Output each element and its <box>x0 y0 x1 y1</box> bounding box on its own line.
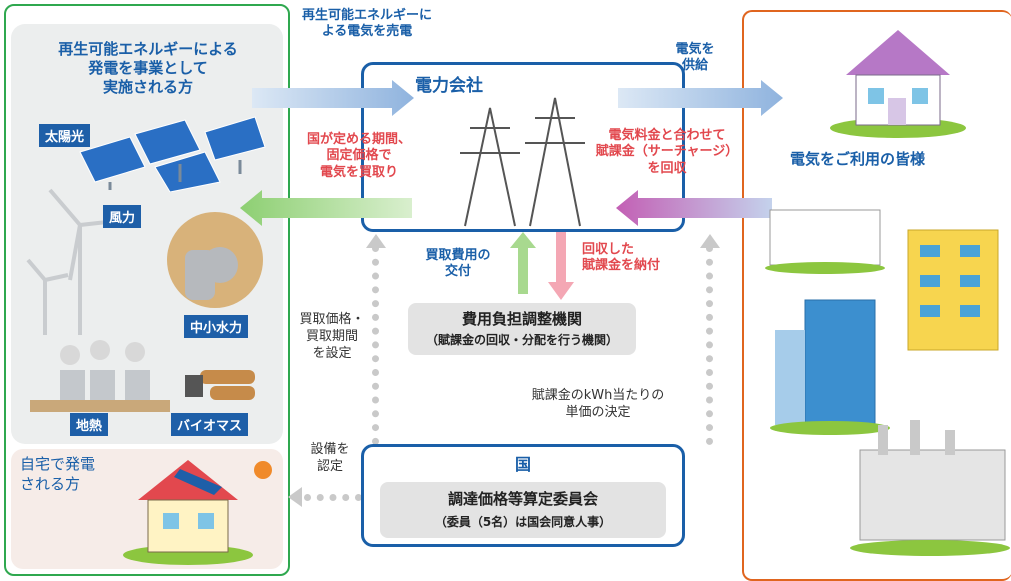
consumers-title: 電気をご利用の皆様 <box>790 150 926 168</box>
geothermal-biomass-illustration <box>30 340 255 412</box>
unit-price-label: 賦課金のkWh当たりの 単価の決定 <box>531 388 665 420</box>
supply-flow-label: 電気を 供給 <box>675 42 715 74</box>
pay-in-flow-label: 回収した 賦課金を納付 <box>582 242 661 274</box>
collect-arrow <box>616 190 772 226</box>
pay-in-arrow <box>548 232 574 300</box>
hydro-tag: 中小水力 <box>184 315 249 338</box>
buy-flow-label: 国が定める期間、 固定価格で 電気を買取り <box>306 132 411 180</box>
sell-flow-label: 再生可能エネルギーに よる電気を売電 <box>301 8 432 40</box>
agency-subtitle: （賦課金の回収・分配を行う機関） <box>425 333 618 347</box>
certify-label: 設備を 認定 <box>310 442 350 474</box>
consumers-panel <box>742 10 1011 581</box>
supply-arrow <box>618 80 783 116</box>
committee-note: （委員（5名）は国会同意人事） <box>434 515 612 529</box>
agency-box <box>408 303 636 355</box>
home-solar-house-illustration <box>123 460 272 565</box>
generators-panel <box>4 4 290 576</box>
wind-tag: 風力 <box>103 205 142 228</box>
committee-title: 調達価格等算定委員会 <box>447 490 598 508</box>
payout-arrow <box>510 232 536 294</box>
buy-arrow <box>240 190 412 226</box>
transmission-tower-illustration <box>460 97 585 227</box>
solar-tag: 太陽光 <box>39 124 91 147</box>
government-label: 国 <box>514 455 531 474</box>
sell-arrow <box>252 80 414 116</box>
utility-title: 電力会社 <box>415 76 483 96</box>
set-price-dotted-line <box>372 245 379 445</box>
unit-price-dotted-line <box>706 245 713 445</box>
consumer-house-illustration <box>830 30 966 138</box>
hydro-turbine-illustration <box>167 212 263 308</box>
generators-title: 再生可能エネルギーによる 発電を事業として 実施される方 <box>58 40 238 96</box>
collect-flow-label: 電気料金と合わせて 賦課金（サーチャージ） を回収 <box>595 128 739 176</box>
agency-title: 費用負担調整機関 <box>461 310 582 328</box>
set-price-arrowhead <box>366 234 386 248</box>
committee-box <box>380 482 666 538</box>
set-price-label: 買取価格・ 買取期間 を設定 <box>299 312 365 361</box>
solar-panels-illustration <box>79 116 266 192</box>
certify-arrowhead <box>288 487 302 507</box>
unit-price-arrowhead <box>700 234 720 248</box>
home-title: 自宅で発電 される方 <box>20 455 96 493</box>
biomass-tag: バイオマス <box>171 413 249 436</box>
payout-flow-label: 買取費用の 交付 <box>425 248 491 280</box>
consumer-buildings-illustration <box>765 209 1010 556</box>
certify-dotted-line <box>304 494 362 501</box>
geothermal-tag: 地熱 <box>70 413 109 436</box>
